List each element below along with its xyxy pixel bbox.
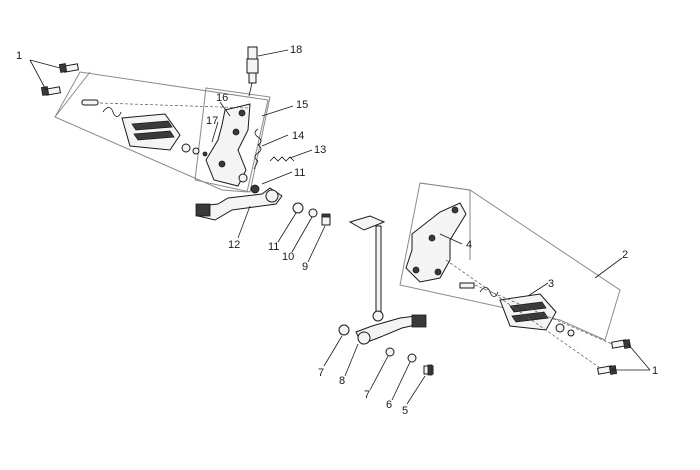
- callout-16: 16: [216, 92, 228, 104]
- return-spring-13: [269, 156, 295, 162]
- gear-shift-pedal: [355, 314, 427, 345]
- callout-1-left: 1: [16, 50, 22, 62]
- callout-7-a: 7: [318, 367, 324, 379]
- washer-7-lower: [385, 347, 395, 357]
- return-spring-14: [253, 128, 262, 170]
- bolt-right-upper: [611, 339, 632, 349]
- footpeg-bracket-right: [405, 202, 467, 283]
- callout-9: 9: [302, 261, 308, 273]
- bolt-left-upper: [58, 63, 79, 73]
- washer-10: [308, 208, 318, 218]
- callout-6: 6: [386, 399, 392, 411]
- washer-7-upper: [338, 324, 350, 336]
- callout-13: 13: [314, 144, 326, 156]
- callout-5: 5: [402, 405, 408, 417]
- washer-6: [407, 353, 417, 363]
- brake-light-switch: [246, 46, 259, 97]
- footpeg-bracket-left: [205, 103, 251, 187]
- callout-11-a: 11: [294, 167, 305, 179]
- footpeg-left: [121, 113, 208, 157]
- callout-3: 3: [548, 278, 554, 290]
- bolt-left-lower: [40, 86, 61, 96]
- callout-2: 2: [622, 249, 628, 261]
- footpeg-pin-left: [81, 99, 122, 117]
- brake-pedal: [195, 184, 283, 221]
- callout-4: 4: [466, 239, 472, 251]
- bolt-9: [321, 213, 331, 226]
- callout-14: 14: [292, 130, 304, 142]
- callout-10: 10: [282, 251, 294, 263]
- callout-12: 12: [228, 239, 240, 251]
- footpeg-right: [459, 282, 575, 337]
- bolt-5: [423, 364, 434, 376]
- bushing-11-right: [292, 202, 304, 214]
- callout-11-b: 11: [268, 241, 279, 253]
- callout-18: 18: [290, 44, 302, 56]
- callout-8: 8: [339, 375, 345, 387]
- callout-7-b: 7: [364, 389, 370, 401]
- left-assembly-frame: [54, 71, 269, 193]
- callout-15: 15: [296, 99, 308, 111]
- callout-17: 17: [206, 115, 218, 127]
- callout-1-right: 1: [652, 365, 658, 377]
- gear-linkage-rod: [348, 215, 386, 322]
